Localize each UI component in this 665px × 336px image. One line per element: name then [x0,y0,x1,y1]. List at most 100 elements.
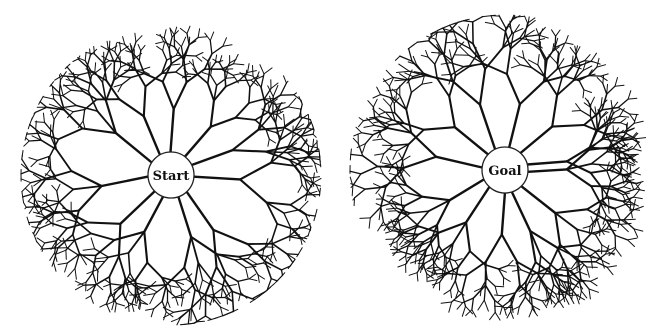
tree-branch [185,127,211,157]
tree-branch [365,187,386,189]
tree-branch [606,245,609,254]
tree-branch [174,82,187,109]
tree-branch [210,62,211,70]
tree-branch [23,197,24,202]
tree-branch [396,90,397,101]
tree-branch [288,107,299,109]
tree-branch [154,301,163,309]
tree-branch [53,119,54,132]
tree-branch [175,279,186,281]
tree-branch [61,74,62,76]
tree-branch [393,77,406,79]
tree-branch [208,83,214,100]
tree-branch [144,116,160,155]
tree-branch [473,17,483,22]
tree-branch [359,121,364,127]
tree-branch [150,294,155,304]
tree-branch [565,36,568,43]
tree-branch [40,102,47,108]
tree-branch [156,42,164,44]
tree-branch [71,90,83,91]
tree-branch [437,225,439,246]
tree-branch [194,177,240,180]
tree-branch [226,274,238,281]
tree-branch [178,197,191,237]
tree-branch [512,304,513,313]
tree-branch [466,187,489,223]
tree-branch [312,125,313,129]
tree-branch [570,47,575,54]
tree-branch [601,74,609,76]
tree-branch [102,177,149,186]
tree-branch [520,82,544,104]
tree-branch [417,41,429,43]
tree-branch [176,297,184,298]
tree-branch [176,297,179,305]
tree-branch [176,72,184,77]
tree-branch [379,112,386,115]
tree-branch [57,191,59,202]
tree-branch [395,193,406,197]
tree-branch [523,51,525,59]
tree-branch [378,222,384,231]
tree-branch [235,259,248,260]
tree-branch [213,230,247,244]
tree-branch [428,280,437,282]
tree-branch [290,264,291,266]
tree-branch [519,297,525,307]
tree-branch [171,109,174,152]
tree-branch [109,256,119,277]
tree-branch [119,256,125,278]
tree-branch [630,114,635,121]
tree-branch [86,296,91,299]
tree-branch [33,233,34,234]
tree-branch [35,107,47,112]
tree-branch [313,134,316,137]
tree-branch [28,125,29,129]
tree-branch [457,303,463,310]
tree-branch [417,211,429,225]
tree-branch [494,306,502,307]
tree-branch [273,85,278,96]
tree-branch [499,16,506,28]
tree-branch [261,87,265,104]
tree-branch [381,207,384,222]
tree-branch [615,235,627,240]
tree-branch [624,219,636,220]
tree-branch [466,24,469,34]
tree-branch [634,197,643,199]
tree-branch [379,194,383,199]
tree-branch [435,64,437,78]
tree-branch [264,68,272,74]
tree-branch [607,86,615,94]
tree-branch [453,81,480,105]
tree-branch [165,301,167,308]
tree-branch [484,300,488,311]
tree-branch [302,166,312,167]
tree-branch [373,107,374,118]
tree-branch [630,165,631,173]
tree-branch [57,250,66,253]
tree-branch [129,253,131,273]
tree-branch [122,78,131,85]
tree-branch [61,85,64,96]
tree-branch [589,289,590,299]
tree-branch [213,230,216,267]
tree-branch [24,203,27,208]
tree-branch [314,216,315,221]
tree-branch [123,37,125,45]
tree-branch [555,213,577,229]
tree-branch [480,69,485,105]
tree-branch [73,59,78,62]
tree-branch [555,209,587,213]
tree-branch [511,300,512,312]
tree-branch [58,263,67,265]
tree-branch [464,21,473,22]
tree-branch [56,149,71,171]
tree-branch [187,192,214,230]
tree-branch [381,95,393,99]
tree-branch [39,164,49,167]
tree-branch [377,87,381,94]
tree-branch [198,75,208,84]
tree-branch [428,57,435,64]
